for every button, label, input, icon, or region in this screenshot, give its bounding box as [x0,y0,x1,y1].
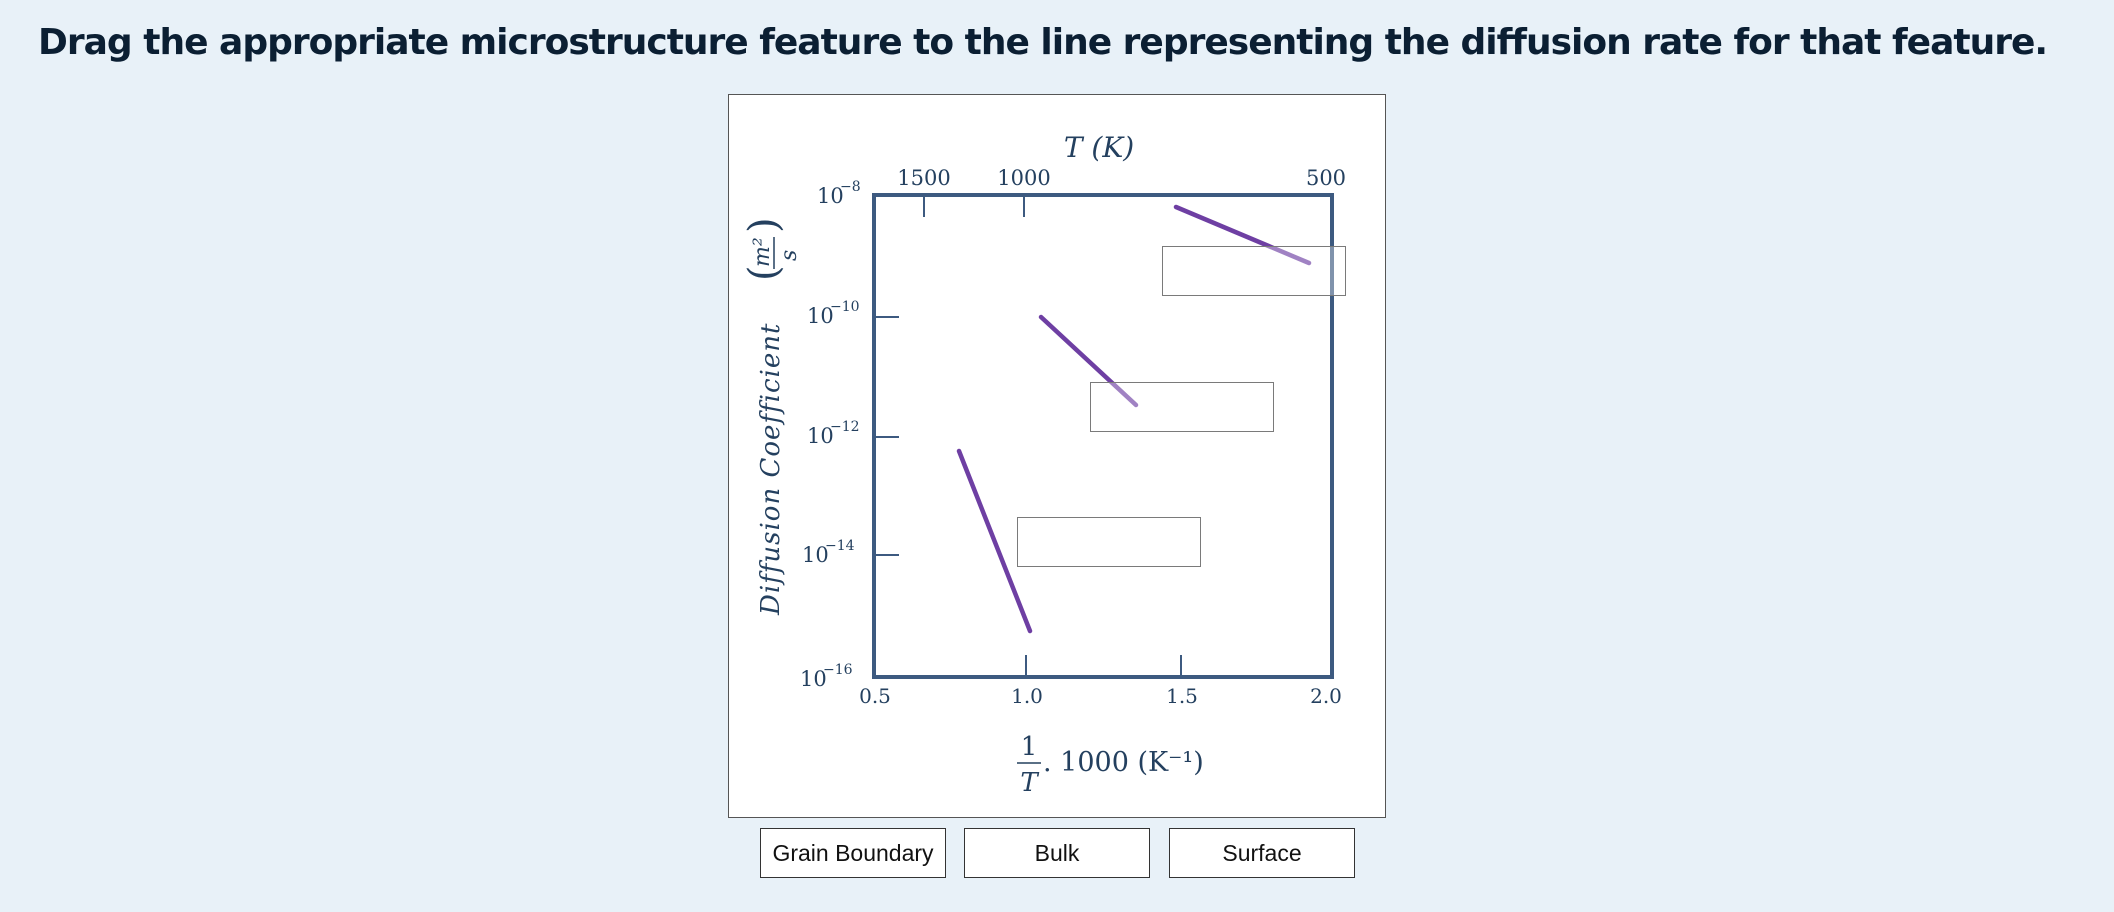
diffusion-plot: T (K) 1500 1000 500 10 −8 10 −10 10 −12 … [741,131,1346,798]
surface-diffusion-line [1173,204,1312,266]
svg-text:−8: −8 [840,179,861,195]
svg-text:s: s [777,250,802,261]
svg-text:10: 10 [807,424,834,448]
y-tick-label-10: 10 −10 [807,299,860,328]
drag-item-surface[interactable]: Surface [1169,828,1355,878]
top-axis-label: T (K) [1064,131,1134,164]
svg-text:10: 10 [817,184,844,208]
grain-boundary-diffusion-line [1038,314,1139,408]
svg-text:T: T [1020,768,1039,798]
bulk-diffusion-line [956,448,1033,634]
svg-text:−14: −14 [825,538,855,554]
svg-text:−12: −12 [830,419,860,435]
svg-text:1: 1 [1021,732,1038,762]
y-tick-label-8: 10 −8 [817,179,861,208]
top-tick-label-1500: 1500 [897,166,950,190]
x-tick-label-1.0: 1.0 [1011,684,1043,708]
y-axis-label: Diffusion Coefficient [756,323,786,616]
y-tick-label-12: 10 −12 [807,419,860,448]
svg-text:): ) [741,217,787,233]
svg-text:−10: −10 [830,299,860,315]
top-tick-label-500: 500 [1306,166,1346,190]
drop-zone-bottom[interactable] [1017,517,1201,567]
svg-text:(: ( [741,265,787,281]
drag-item-grain-boundary[interactable]: Grain Boundary [760,828,946,878]
x-tick-label-1.5: 1.5 [1166,684,1198,708]
drag-item-bulk[interactable]: Bulk [964,828,1150,878]
y-tick-label-16: 10 −16 [800,662,853,691]
svg-text:−16: −16 [823,662,853,678]
diffusion-plot-figure: T (K) 1500 1000 500 10 −8 10 −10 10 −12 … [728,94,1386,818]
y-tick-label-14: 10 −14 [802,538,855,567]
x-tick-label-2.0: 2.0 [1310,684,1342,708]
svg-text:10: 10 [802,543,829,567]
svg-text:m²: m² [750,237,775,267]
svg-text:10: 10 [800,667,827,691]
svg-text:10: 10 [807,304,834,328]
question-prompt: Drag the appropriate microstructure feat… [38,22,2048,63]
svg-text:. 1000 (K⁻¹): . 1000 (K⁻¹) [1043,747,1204,778]
svg-text:Diffusion Coefficient: Diffusion Coefficient [756,323,786,616]
drop-zone-middle[interactable] [1090,382,1274,432]
x-tick-label-0.5: 0.5 [859,684,891,708]
y-axis-unit: ( m² s ) [741,217,802,281]
drop-zone-top[interactable] [1162,246,1346,296]
top-tick-label-1000: 1000 [997,166,1050,190]
x-axis-label: 1 T . 1000 (K⁻¹) [1017,732,1204,798]
